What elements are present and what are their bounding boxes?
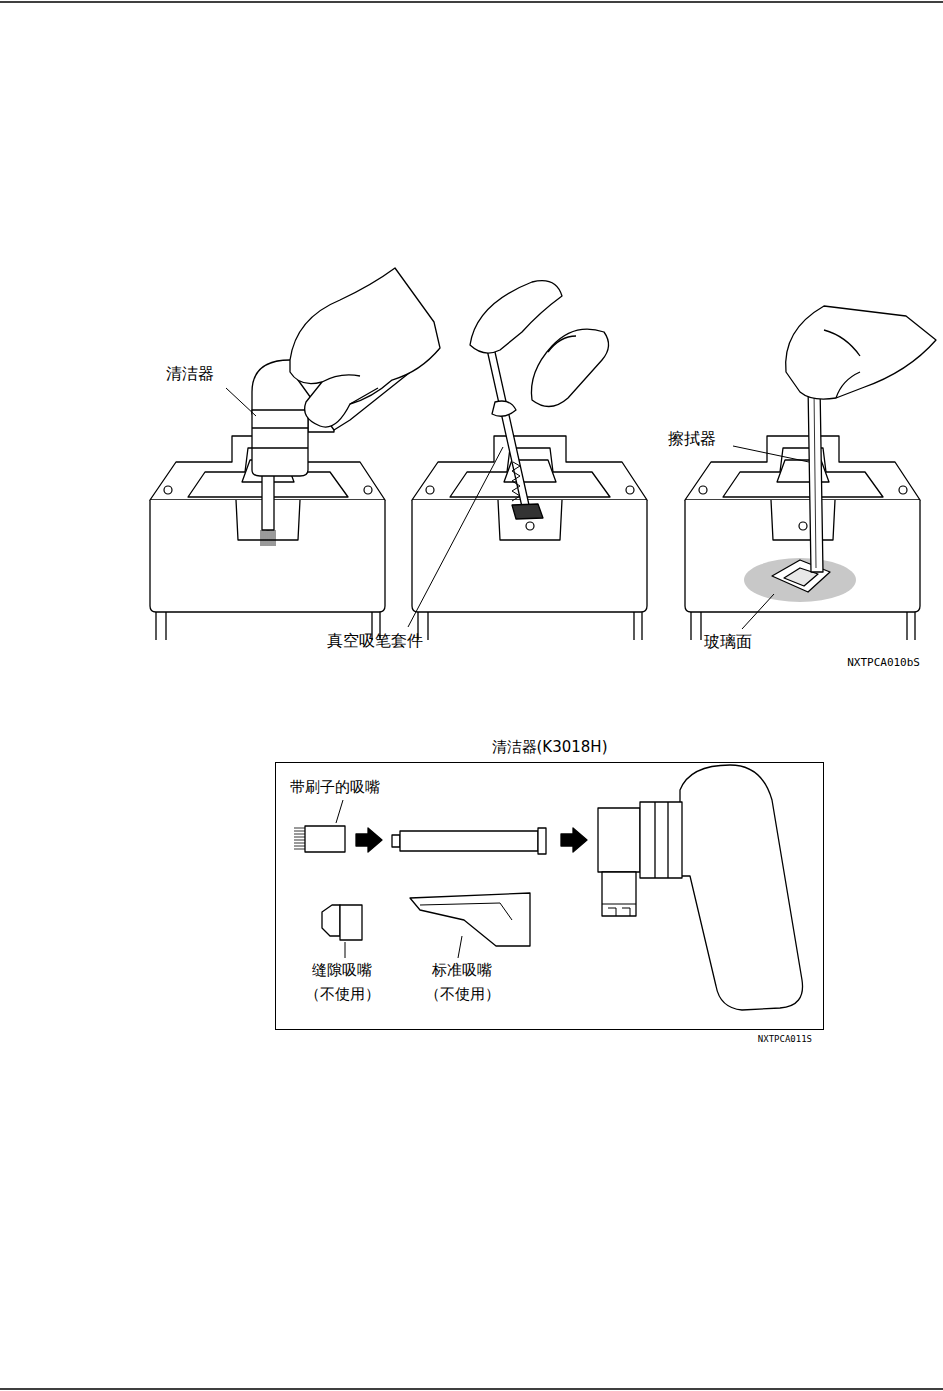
screw-hole [364, 486, 372, 494]
cleaner-foot [602, 872, 636, 916]
pen-spring [512, 462, 520, 501]
suction-pad [512, 504, 543, 519]
cleaner-band [252, 428, 308, 448]
cleaner-collar [640, 802, 682, 878]
leader-line [345, 942, 346, 958]
standard-nozzle-edge [420, 903, 512, 920]
housing [412, 436, 647, 640]
screw-hole [699, 486, 707, 494]
screw-hole [164, 486, 172, 494]
brush-bristles [261, 530, 275, 546]
leader-line [226, 388, 256, 416]
part-label: 玻璃面 [704, 632, 752, 651]
assembly-arrow [561, 828, 587, 852]
brush-tube [262, 470, 274, 530]
hand [290, 268, 440, 427]
leader-line [336, 800, 343, 823]
housing-top [412, 436, 647, 500]
page-rule [0, 1388, 943, 1390]
leader-line [733, 446, 809, 462]
housing-recess [498, 500, 562, 540]
part-label: 标准吸嘴 （不使用） [420, 958, 504, 1006]
housing-front [412, 500, 647, 612]
brush-nozzle [305, 826, 345, 852]
cleaner-handle [680, 765, 803, 1010]
screw-hole [799, 522, 807, 530]
hand [470, 281, 562, 353]
cleaner-figure [252, 268, 440, 546]
crevice-nozzle-base [340, 905, 362, 940]
part-label: 缝隙吸嘴 （不使用） [300, 958, 384, 1006]
crevice-nozzle [322, 905, 340, 936]
housing [685, 436, 920, 640]
glass-area [744, 558, 856, 602]
hand [531, 329, 608, 406]
tube-end [538, 828, 546, 854]
housing-rim [723, 448, 883, 497]
housing-leg [418, 612, 642, 640]
housing-rim [450, 448, 610, 497]
housing-top [685, 436, 920, 500]
pen-tube [486, 343, 529, 507]
tube-stub [392, 835, 400, 847]
extension-tube [400, 831, 538, 851]
wiper-edge [814, 390, 816, 568]
page-rule [0, 1, 943, 3]
leader-line [742, 594, 774, 629]
part-label: 带刷子的吸嘴 [290, 778, 380, 796]
assembly-arrow [356, 828, 382, 852]
vacuum-pen-figure [470, 281, 609, 519]
cleaner-band [655, 802, 668, 878]
hand-finger [322, 375, 378, 404]
cleaner-body [252, 410, 308, 476]
screw-hole [626, 486, 634, 494]
part-label: 擦拭器 [668, 429, 716, 448]
parts-frame: 清洁器(K3018H) [275, 762, 824, 1030]
leader-line [458, 936, 462, 958]
screw-hole [426, 486, 434, 494]
frame-heading: 清洁器(K3018H) [276, 738, 823, 757]
housing-recess [771, 500, 835, 540]
leader-line [408, 447, 503, 627]
figure-code: NXTPCA010bS [847, 656, 920, 669]
figure-code: NXTPCA011S [758, 1034, 812, 1045]
part-label: 真空吸笔套件 [327, 631, 423, 650]
wiper-stick [808, 385, 823, 572]
hand [786, 306, 936, 399]
hand-finger [548, 336, 576, 352]
cleaner-nose [598, 808, 640, 872]
cleaner-slot [602, 904, 636, 916]
screw-hole [526, 522, 534, 530]
screw-hole [899, 486, 907, 494]
standard-nozzle [410, 893, 530, 946]
hand-finger [824, 330, 860, 398]
housing-front [685, 500, 920, 612]
pen-clip [492, 401, 516, 416]
part-label: 清洁器 [166, 364, 214, 383]
nozzle-bristles [294, 828, 305, 849]
cleaner-parts [294, 765, 803, 1010]
